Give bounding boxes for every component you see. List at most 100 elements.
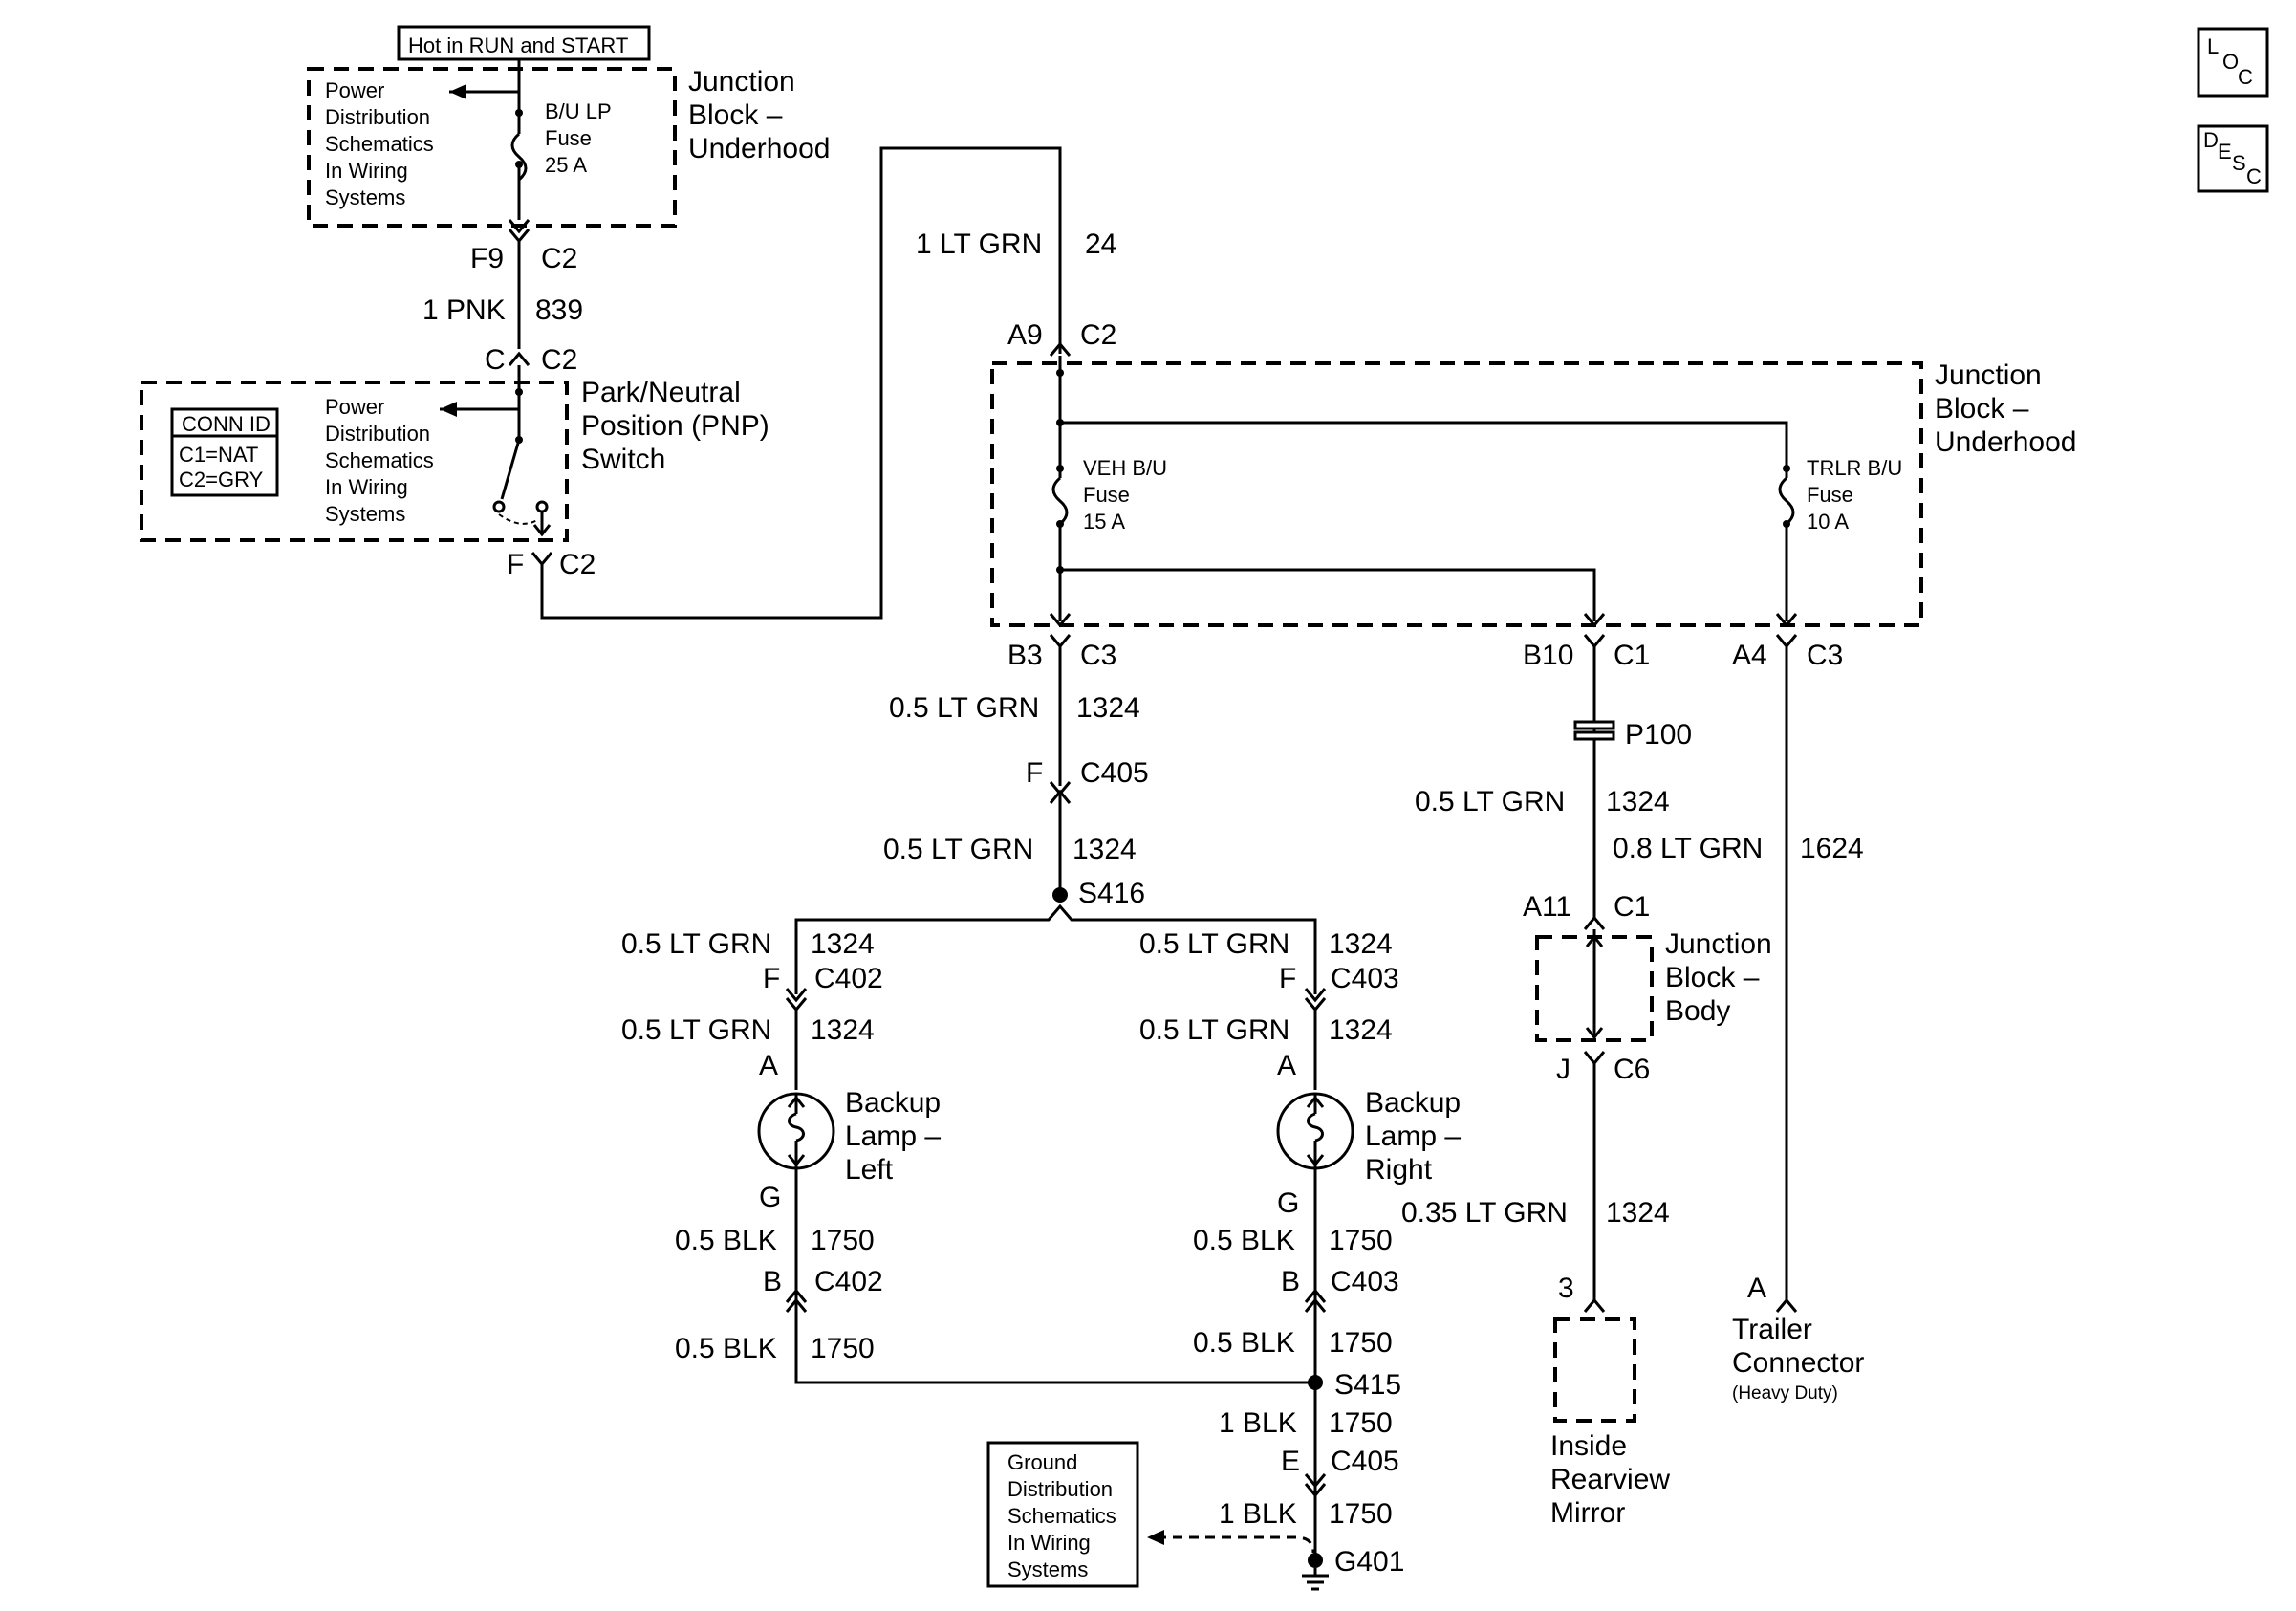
mirror-pin: 3	[1558, 1273, 1574, 1304]
ground-dist-line-1: Ground	[1007, 1450, 1077, 1474]
fuse-bu-lp-word: Fuse	[545, 126, 592, 150]
wire-pnk-circuit: 839	[535, 294, 583, 326]
left-w2-gauge: 0.5 LT GRN	[621, 1014, 771, 1046]
jb-body-line-1: Junction	[1665, 928, 1772, 960]
right-w2-gauge: 0.5 LT GRN	[1139, 1014, 1289, 1046]
ground-g401: G401	[1334, 1546, 1404, 1578]
hot-label: Hot in RUN and START	[408, 33, 628, 57]
splice-s416: S416	[1078, 878, 1145, 909]
left-pin-a: A	[759, 1050, 778, 1081]
jb-underhood-2-line-2: Block –	[1935, 393, 2029, 425]
fuse-veh-rating: 15 A	[1083, 510, 1125, 533]
conn-pnp-bottom-pin: F	[507, 549, 524, 580]
conn-top-id: C2	[541, 243, 577, 274]
conn-c405-e-id: C405	[1331, 1446, 1399, 1477]
lamp-left-line-2: Lamp –	[845, 1121, 941, 1152]
desc-letter-2: E	[2218, 140, 2232, 163]
trailer-pin: A	[1747, 1273, 1766, 1304]
left-w1-circuit: 1324	[811, 928, 875, 960]
p100-icon	[1573, 720, 1615, 741]
fuse-bu-lp-name: B/U LP	[545, 99, 612, 123]
right-w2-circuit: 1324	[1329, 1014, 1393, 1046]
conn-pnp-top-id: C2	[541, 344, 577, 376]
right-w3-gauge: 0.5 BLK	[1193, 1225, 1295, 1256]
w1324-mirror-circuit: 1324	[1606, 1197, 1670, 1229]
ground-distribution-box: Ground Distribution Schematics In Wiring…	[986, 1441, 1139, 1588]
conn-id-c1: C1=NAT	[179, 443, 258, 467]
jb-underhood-1-line-1: Junction	[688, 66, 795, 98]
junction-block-underhood-top: Power Distribution Schematics In Wiring …	[307, 59, 677, 228]
conn-j-pin: J	[1556, 1054, 1570, 1085]
lamp-left-line-3: Left	[845, 1154, 894, 1186]
pnp-switch-block: CONN ID C1=NAT C2=GRY Power Distribution…	[140, 365, 569, 542]
conn-b10-id: C1	[1614, 640, 1650, 671]
w1324-b-gauge: 0.5 LT GRN	[883, 834, 1033, 865]
ground-dist-line-5: Systems	[1007, 1557, 1088, 1581]
left-w3-gauge: 0.5 BLK	[675, 1225, 777, 1256]
lamp-right-line-3: Right	[1365, 1154, 1433, 1186]
jb-underhood-2-line-3: Underhood	[1935, 426, 2076, 458]
wire-ltgrn-24-circuit: 24	[1085, 229, 1116, 260]
pnp-power-dist-1: Power	[325, 395, 384, 419]
loc-button[interactable]: L O C	[2197, 27, 2269, 98]
right-c403-b-pin: B	[1281, 1266, 1300, 1297]
loc-letter-2: O	[2222, 50, 2239, 74]
pnp-power-dist-2: Distribution	[325, 422, 430, 446]
conn-a4-pin: A4	[1732, 640, 1767, 671]
backup-lamp-right-icon	[1276, 1092, 1354, 1170]
junction-block-underhood-main: VEH B/U Fuse 15 A TRLR B/U Fuse 10 A	[990, 356, 1923, 628]
power-dist-line-4: In Wiring	[325, 159, 408, 183]
left-w4-gauge: 0.5 BLK	[675, 1333, 777, 1364]
p100: P100	[1625, 719, 1692, 751]
fuse-veh-name: VEH B/U	[1083, 456, 1167, 480]
conn-id-c2: C2=GRY	[179, 468, 264, 491]
splice-s416-dot	[1052, 887, 1068, 903]
conn-a11-id: C1	[1614, 891, 1650, 923]
right-c403-f-pin: F	[1279, 963, 1296, 994]
pnp-switch-line-1: Park/Neutral	[581, 377, 741, 408]
right-c403-f-id: C403	[1331, 963, 1399, 994]
desc-letter-4: C	[2246, 164, 2262, 188]
backup-lamp-left-icon	[757, 1092, 835, 1170]
jb-underhood-2-line-1: Junction	[1935, 359, 2042, 391]
desc-letter-3: S	[2232, 151, 2246, 175]
power-dist-line-2: Distribution	[325, 105, 430, 129]
loc-letter-3: C	[2238, 65, 2253, 89]
conn-pnp-top-pin: C	[485, 344, 506, 376]
fuse-trlr-rating: 10 A	[1807, 510, 1849, 533]
conn-a9-id: C2	[1080, 319, 1116, 351]
wire-pnk-gauge: 1 PNK	[422, 294, 506, 326]
fuse-trlr-word: Fuse	[1807, 483, 1853, 507]
left-w2-circuit: 1324	[811, 1014, 875, 1046]
conn-a4-id: C3	[1807, 640, 1843, 671]
loc-letter-1: L	[2207, 34, 2219, 58]
fuse-veh-word: Fuse	[1083, 483, 1130, 507]
power-dist-line-3: Schematics	[325, 132, 434, 156]
conn-a9-pin: A9	[1007, 319, 1043, 351]
lamp-left-line-1: Backup	[845, 1087, 941, 1119]
trailer-line-1: Trailer	[1732, 1314, 1812, 1345]
conn-a11-pin: A11	[1523, 891, 1571, 923]
ground-dist-line-3: Schematics	[1007, 1504, 1116, 1528]
power-dist-line-5: Systems	[325, 185, 405, 209]
conn-j-id: C6	[1614, 1054, 1650, 1085]
lamp-right-line-1: Backup	[1365, 1087, 1461, 1119]
junction-block-body	[1535, 929, 1654, 1042]
w1324-p-circuit: 1324	[1606, 786, 1670, 817]
w1624-gauge: 0.8 LT GRN	[1613, 833, 1763, 864]
mirror-box	[1553, 1317, 1636, 1423]
conn-top-pin: F9	[470, 243, 504, 274]
ground-dist-line-4: In Wiring	[1007, 1531, 1091, 1555]
jb-underhood-1-line-3: Underhood	[688, 133, 830, 164]
conn-b10-pin: B10	[1523, 640, 1573, 671]
desc-button[interactable]: D E S C	[2197, 124, 2269, 193]
w1624-circuit: 1624	[1800, 833, 1864, 864]
pnp-switch-line-3: Switch	[581, 444, 665, 475]
mirror-line-3: Mirror	[1550, 1497, 1625, 1529]
gnd-w1-gauge: 1 BLK	[1219, 1407, 1297, 1439]
wire-ltgrn-24-gauge: 1 LT GRN	[916, 229, 1042, 260]
gnd-w2-gauge: 1 BLK	[1219, 1498, 1297, 1530]
left-pin-g: G	[759, 1182, 781, 1213]
conn-id-title: CONN ID	[182, 412, 271, 436]
power-dist-line-1: Power	[325, 78, 384, 102]
